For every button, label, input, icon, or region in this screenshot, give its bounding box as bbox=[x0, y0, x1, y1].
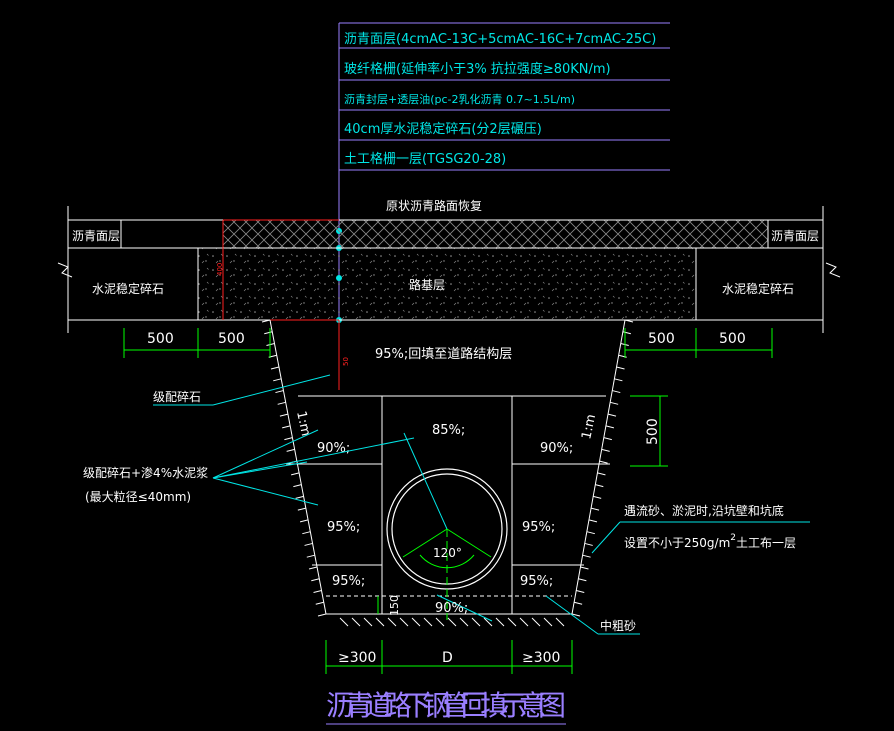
callout-graded-stone: 级配碎石 bbox=[153, 389, 201, 404]
compaction-right-upper: 90%; bbox=[540, 441, 573, 456]
dimensions bbox=[123, 328, 773, 674]
small-dim-1: 400 bbox=[216, 263, 224, 276]
compaction-left-mid: 95%; bbox=[327, 520, 360, 535]
bedding-angle bbox=[402, 528, 492, 620]
dim-left-500-a: 500 bbox=[147, 331, 174, 347]
small-dim-2: 50 bbox=[342, 357, 350, 366]
dim-bedding: 150 bbox=[388, 595, 401, 616]
dim-left-500-b: 500 bbox=[218, 331, 245, 347]
restore-label: 原状沥青路面恢复 bbox=[386, 198, 482, 213]
compaction-center: 85%; bbox=[432, 423, 465, 438]
trench bbox=[261, 319, 634, 627]
dim-right-500-v: 500 bbox=[645, 418, 661, 445]
base-left-label: 水泥稳定碎石 bbox=[92, 281, 164, 296]
slope-left: 1:m bbox=[293, 410, 313, 438]
base-right-label: 水泥稳定碎石 bbox=[722, 281, 794, 296]
dim-right-500-a: 500 bbox=[648, 331, 675, 347]
compaction-bottom: 90%; bbox=[435, 601, 468, 616]
callout-graded-mix-2: (最大粒径≤40mm) bbox=[85, 489, 191, 504]
diagram-title: 沥青道路下钢管回填示意图 bbox=[326, 689, 566, 722]
angle-label: 120° bbox=[433, 546, 462, 560]
slope-right: 1:m bbox=[579, 413, 599, 441]
layer-note-3: 沥青封层+透层油(pc-2乳化沥青 0.7~1.5L/m) bbox=[344, 92, 575, 106]
layer-note-2: 玻纤格栅(延伸率小于3% 抗拉强度≥80KN/m) bbox=[344, 61, 611, 77]
layer-note-1: 沥青面层(4cmAC-13C+5cmAC-16C+7cmAC-25C) bbox=[344, 32, 656, 47]
layer-note-5: 土工格栅一层(TGSG20-28) bbox=[344, 151, 506, 167]
compaction-top: 95%;回填至道路结构层 bbox=[375, 346, 512, 362]
asphalt-right-label: 沥青面层 bbox=[771, 229, 819, 243]
dim-right-500-b: 500 bbox=[719, 331, 746, 347]
compaction-left-low: 95%; bbox=[332, 574, 365, 589]
compaction-right-mid: 95%; bbox=[522, 520, 555, 535]
callout-sand: 中粗砂 bbox=[600, 618, 636, 633]
dim-bottom-d: D bbox=[442, 650, 453, 666]
road-structure bbox=[57, 206, 841, 390]
callout-graded-mix-1: 级配碎石+渗4%水泥浆 bbox=[83, 465, 208, 480]
callout-geotextile-2: 设置不小于250g/m2土工布一层 bbox=[624, 533, 796, 550]
dim-bottom-right: ≥300 bbox=[522, 650, 560, 666]
layer-notes bbox=[338, 22, 670, 322]
callout-geotextile-1: 遇流砂、淤泥时,沿坑壁和坑底 bbox=[624, 503, 784, 518]
compaction-right-low: 95%; bbox=[520, 574, 553, 589]
layer-note-4: 40cm厚水泥稳定碎石(分2层碾压) bbox=[344, 121, 542, 137]
dim-bottom-left: ≥300 bbox=[338, 650, 376, 666]
roadbed-label: 路基层 bbox=[409, 277, 445, 292]
asphalt-left-label: 沥青面层 bbox=[72, 229, 120, 243]
callout-leaders bbox=[153, 374, 810, 635]
